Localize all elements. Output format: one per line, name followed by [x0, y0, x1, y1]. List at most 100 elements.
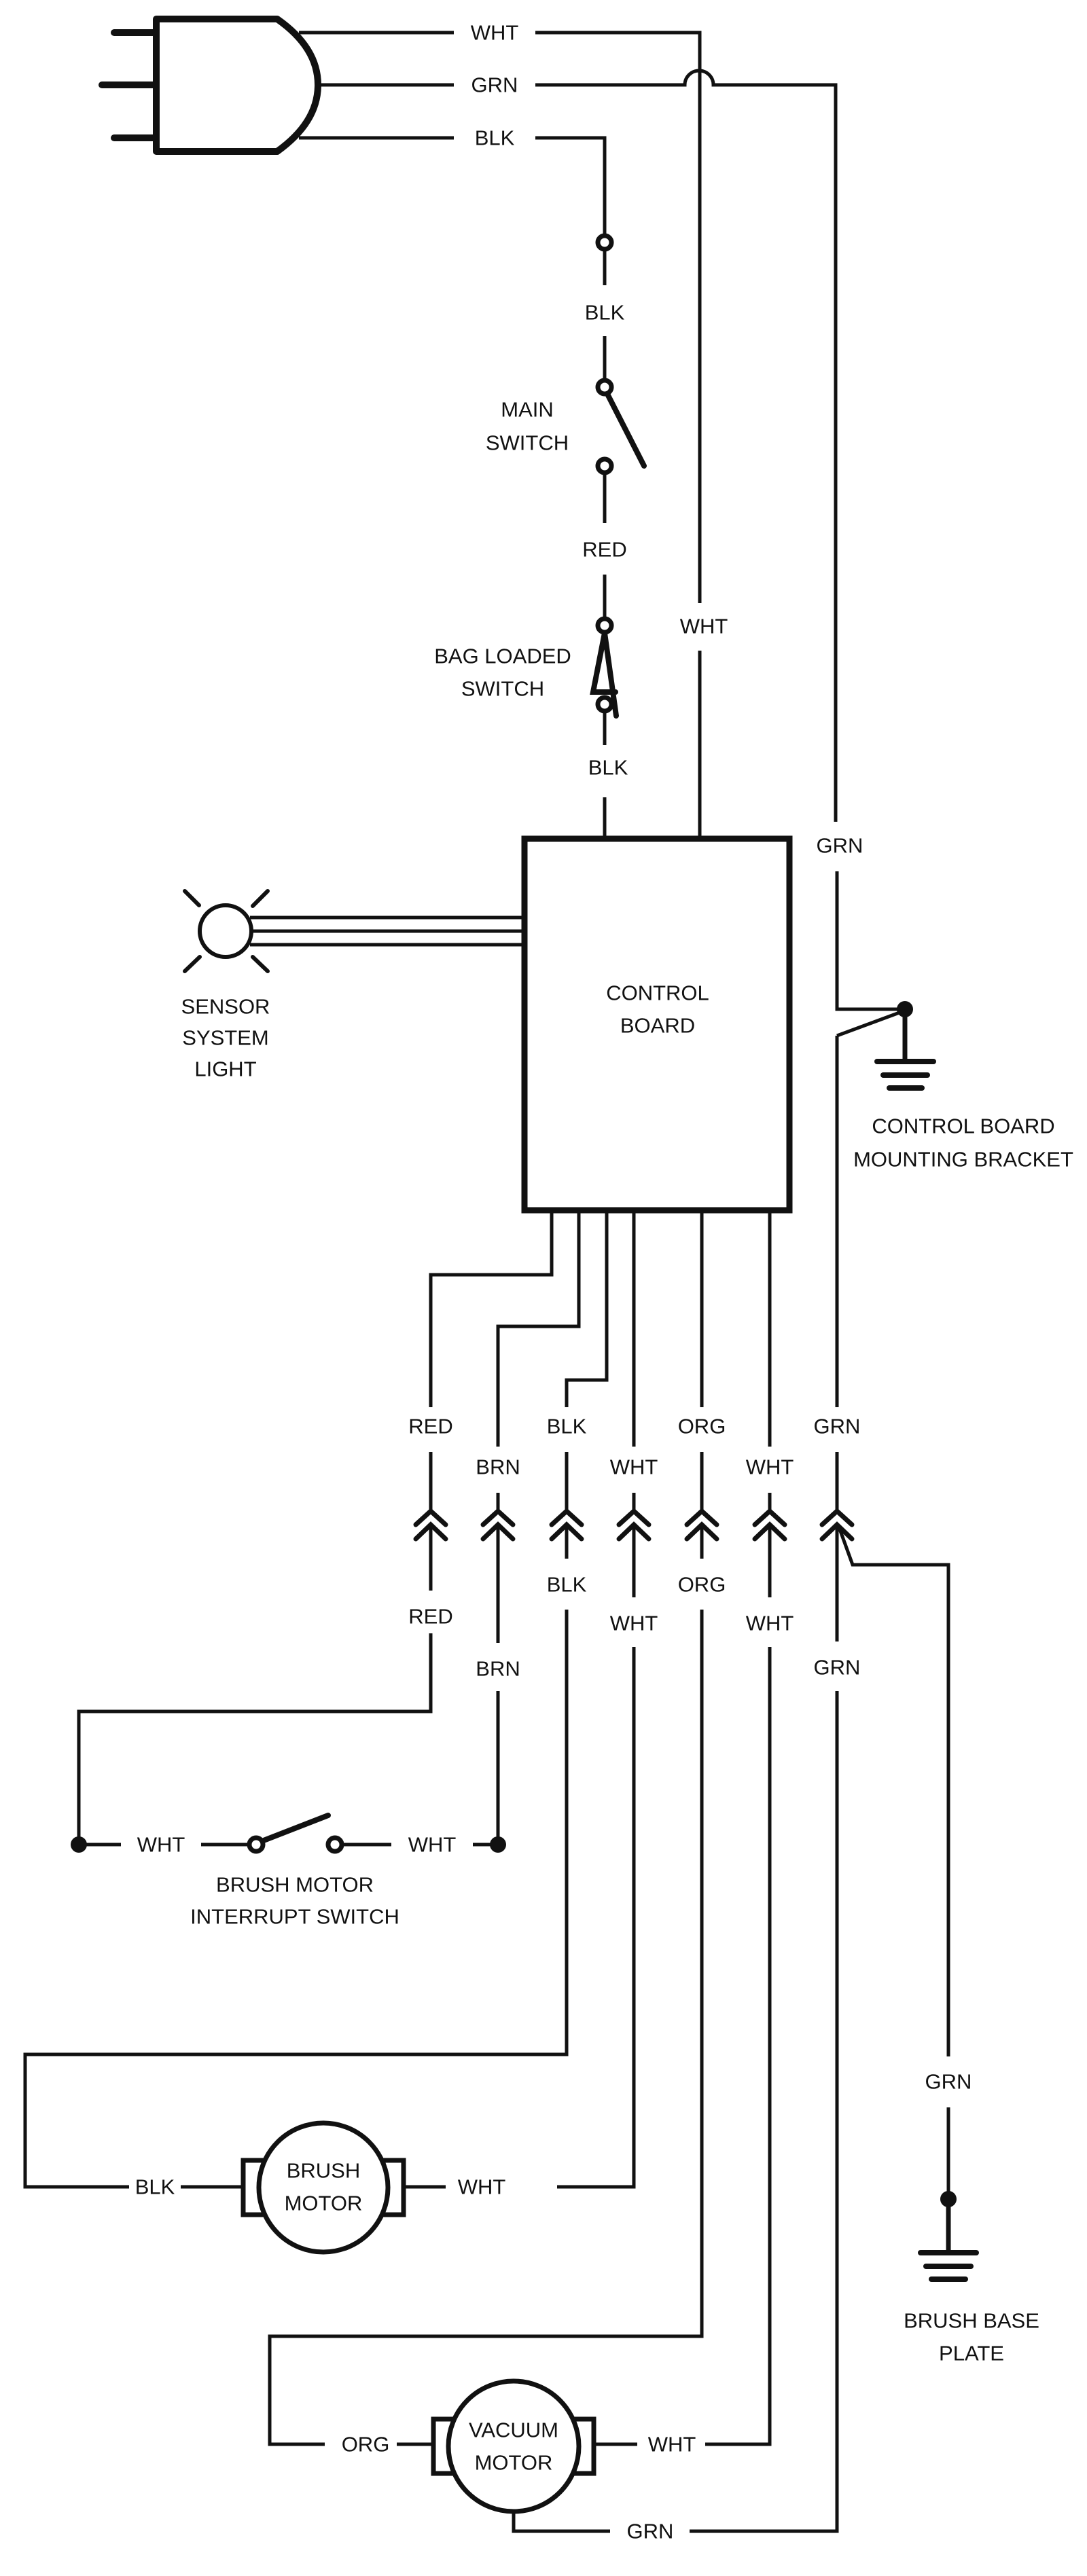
bag-switch-terminal-bottom — [595, 695, 614, 714]
interrupt-label-1: BRUSH MOTOR — [216, 1873, 374, 1897]
wire-org-harness — [268, 1610, 704, 2446]
connector-label-lower: BRN — [476, 1657, 520, 1681]
base-ground-junction — [940, 2191, 957, 2207]
bag-switch-label-2: SWITCH — [461, 677, 544, 701]
board-ground-label-1: CONTROL BOARD — [872, 1114, 1054, 1138]
base-ground-label-2: PLATE — [939, 2342, 1004, 2365]
wire-wht-brush-harness — [557, 1647, 636, 2189]
base-ground: BRUSH BASE PLATE — [904, 2191, 1039, 2365]
wire-blk-cord-b — [535, 136, 607, 235]
wire-red-harness — [77, 1633, 433, 1845]
label-blk-board: BLK — [588, 756, 628, 780]
brush-motor: BRUSH MOTOR BLK WHT — [135, 2120, 506, 2255]
wire-wht-vac-harness — [705, 1647, 772, 2446]
vacuum-motor-body — [446, 2378, 582, 2514]
brush-motor-label-2: MOTOR — [285, 2192, 363, 2215]
connector-label-upper: WHT — [746, 1455, 794, 1479]
label-interrupt-wht-right: WHT — [408, 1833, 457, 1857]
wire-wht-cord-b — [535, 31, 702, 603]
control-board-label-1: CONTROL — [606, 981, 709, 1005]
label-brush-blk: BLK — [135, 2175, 175, 2199]
sensor-light-label-2: SYSTEM — [182, 1026, 268, 1050]
main-switch: BLK MAIN SWITCH — [486, 233, 647, 475]
connector-label-upper: BLK — [547, 1415, 587, 1438]
connector-label-upper: RED — [408, 1415, 452, 1438]
wire-blk-harness — [23, 1610, 569, 2189]
control-board-label-2: BOARD — [620, 1014, 695, 1038]
sensor-light-label-1: SENSOR — [181, 995, 270, 1019]
board-ground: CONTROL BOARD MOUNTING BRACKET — [836, 1001, 1073, 1172]
connector-chevron-outer — [549, 1508, 584, 1527]
connector: GRN GRN — [814, 1415, 861, 1680]
interrupt-terminal-right — [325, 1835, 344, 1854]
interrupt-terminal-left — [247, 1835, 266, 1854]
connector-label-lower: GRN — [814, 1656, 861, 1680]
vac-wire-bottom — [512, 2511, 610, 2533]
sensor-light: SENSOR SYSTEM LIGHT — [181, 889, 524, 1081]
connector: BLK BLK — [547, 1415, 587, 1597]
cord-wires: WHT WHT GRN GRN BLK — [299, 21, 905, 1011]
bag-loaded-switch: BAG LOADED SWITCH — [434, 616, 619, 719]
sensor-light-ray-tr — [251, 889, 270, 908]
wire-grn-harness — [690, 1691, 839, 2533]
brush-motor-body — [256, 2120, 391, 2255]
main-switch-blade — [605, 393, 647, 469]
connector-label-lower: ORG — [678, 1573, 726, 1597]
connector-chevron-outer — [480, 1508, 516, 1527]
connector-row: REDREDBRNBRNBLKBLKWHTWHTORGORGWHTWHTGRNG… — [408, 1415, 860, 1681]
connector-label-lower: RED — [408, 1605, 452, 1629]
wire-red-out — [429, 1210, 554, 1407]
label-blk-switch: BLK — [585, 301, 625, 325]
base-ground-label-1: BRUSH BASE — [904, 2309, 1039, 2333]
connector-label-lower: WHT — [746, 1612, 794, 1635]
label-grn-base: GRN — [925, 2070, 972, 2094]
plug-body — [153, 16, 321, 155]
connector-label-upper: BRN — [476, 1455, 520, 1479]
brush-motor-label-1: BRUSH — [287, 2159, 361, 2183]
terminal-cord — [595, 233, 614, 252]
sensor-light-ray-tl — [183, 889, 201, 907]
connector-label-upper: ORG — [678, 1415, 726, 1438]
main-switch-label-2: SWITCH — [486, 431, 569, 455]
label-grn-upper: GRN — [817, 834, 863, 858]
connector: RED RED — [408, 1415, 452, 1629]
wire-grn-branch — [836, 1525, 950, 2056]
label-vac-org: ORG — [342, 2433, 390, 2456]
sensor-light-label-3: LIGHT — [194, 1057, 256, 1081]
main-switch-label-1: MAIN — [501, 398, 554, 422]
connector-chevron-outer — [819, 1508, 855, 1527]
board-ground-label-2: MOUNTING BRACKET — [853, 1148, 1073, 1172]
sensor-light-ray-bl — [183, 955, 202, 973]
board-outputs — [429, 1210, 772, 1447]
connector-chevron-outer — [684, 1508, 719, 1527]
connector-label-lower: WHT — [610, 1612, 658, 1635]
connector-chevron-outer — [413, 1508, 448, 1527]
label-interrupt-wht-left: WHT — [137, 1833, 185, 1857]
connector: WHT WHT — [746, 1455, 794, 1635]
wire-grn-to-bracket — [835, 871, 905, 1011]
connector-label-lower: BLK — [547, 1573, 587, 1597]
label-cord-grn: GRN — [471, 73, 518, 97]
label-wht-board: WHT — [680, 615, 728, 638]
interrupt-label-2: INTERRUPT SWITCH — [190, 1905, 399, 1929]
connector-label-upper: GRN — [814, 1415, 861, 1438]
main-switch-terminal-bottom — [595, 456, 614, 475]
label-cord-wht: WHT — [471, 21, 519, 45]
connector-chevron-outer — [616, 1508, 652, 1527]
connector: ORG ORG — [678, 1415, 726, 1597]
label-red-switch: RED — [582, 538, 626, 562]
connector: BRN BRN — [476, 1455, 520, 1681]
vacuum-motor: VACUUM MOTOR ORG WHT GRN — [342, 2378, 696, 2543]
interrupt-junction-right — [490, 1836, 506, 1853]
control-board: CONTROL BOARD — [521, 835, 793, 1214]
label-brush-wht: WHT — [458, 2175, 506, 2199]
bag-switch-actuator — [590, 630, 619, 719]
bag-switch-label-1: BAG LOADED — [434, 645, 571, 668]
sensor-light-ray-br — [251, 955, 270, 973]
sensor-light-bulb — [198, 903, 253, 959]
wire-blk-out — [565, 1210, 609, 1407]
interrupt-switch: WHT WHT BRUSH MOTOR INTERRUPT SWITCH — [71, 1813, 506, 1929]
vacuum-motor-label-2: MOTOR — [475, 2451, 553, 2475]
